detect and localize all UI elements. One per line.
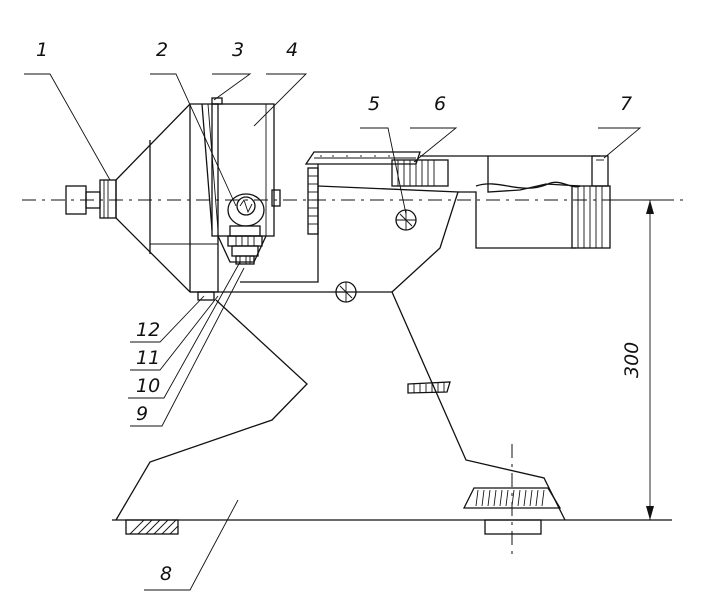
callout-8: 8 bbox=[160, 563, 172, 585]
callout-1: 1 bbox=[36, 39, 48, 61]
callout-2: 2 bbox=[156, 39, 168, 61]
scale-rail bbox=[304, 151, 600, 187]
front-plate bbox=[307, 167, 319, 235]
lamp-housing bbox=[115, 97, 281, 293]
stand-knob bbox=[407, 381, 451, 394]
callout-6: 6 bbox=[434, 93, 446, 115]
callout-3: 3 bbox=[232, 39, 244, 61]
left-foot bbox=[125, 519, 179, 535]
dimension-value: 300 bbox=[621, 342, 643, 378]
height-dimension bbox=[605, 199, 660, 520]
callout-12: 12 bbox=[136, 319, 160, 341]
eyepiece-tube bbox=[458, 155, 611, 249]
callout-9: 9 bbox=[136, 403, 148, 425]
lamp-bulb bbox=[197, 193, 265, 301]
base-body bbox=[115, 299, 308, 521]
stand-right-leg bbox=[391, 291, 566, 521]
callout-5: 5 bbox=[368, 93, 380, 115]
callout-11: 11 bbox=[136, 347, 160, 369]
callout-10: 10 bbox=[136, 375, 160, 397]
callout-leaders bbox=[24, 73, 642, 591]
leveling-screw bbox=[462, 444, 562, 556]
callout-7: 7 bbox=[620, 93, 632, 115]
adjusting-screw bbox=[65, 179, 117, 219]
callout-4: 4 bbox=[286, 39, 298, 61]
